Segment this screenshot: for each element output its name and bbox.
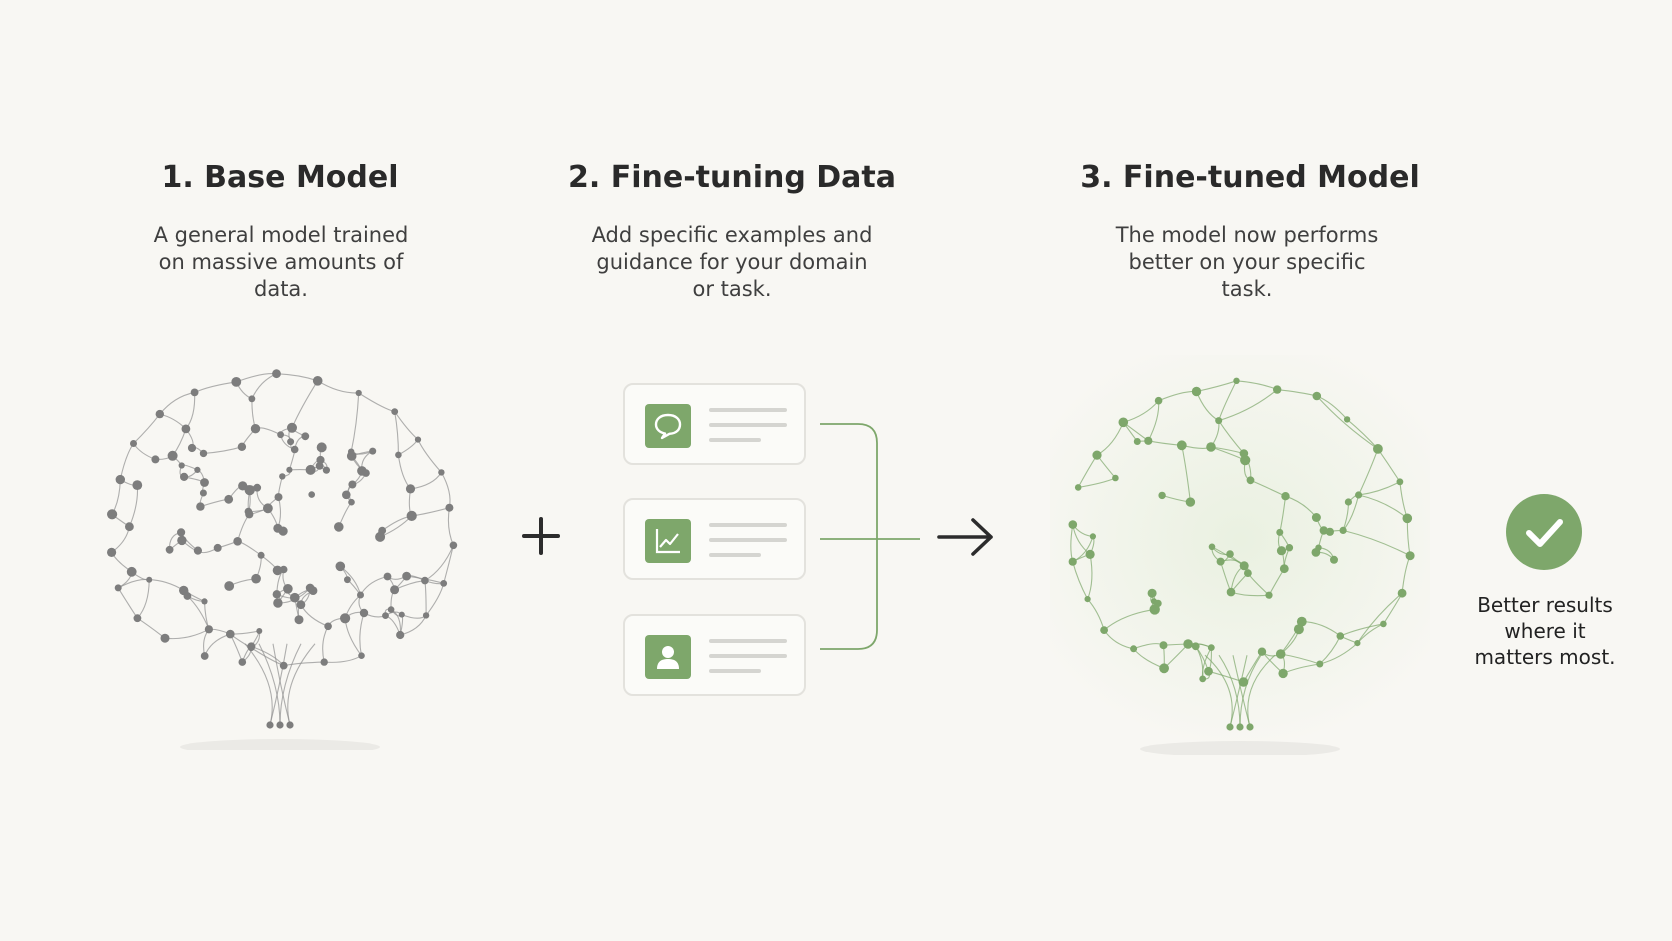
text-line-placeholder	[709, 654, 787, 658]
base-model-brain-network-icon	[107, 369, 458, 750]
line-chart-icon	[645, 519, 691, 563]
desc-line: guidance for your domain	[596, 250, 868, 274]
fine-tuning-data-title: 2. Fine-tuning Data	[568, 160, 896, 195]
text-line-placeholder	[709, 639, 787, 643]
data-card-chart	[623, 498, 806, 580]
text-line-placeholder	[709, 538, 787, 542]
desc-line: on massive amounts of	[158, 250, 404, 274]
fine-tuned-model-description: The model now performs better on your sp…	[1102, 222, 1392, 303]
base-model-description: A general model trained on massive amoun…	[136, 222, 426, 303]
desc-line: task.	[1221, 277, 1273, 301]
desc-line: Add specific examples and	[591, 223, 873, 247]
result-line: matters most.	[1474, 645, 1616, 669]
desc-line: better on your specific	[1128, 250, 1366, 274]
data-card-chat	[623, 383, 806, 465]
fine-tuned-model-brain-network-icon	[1050, 355, 1430, 755]
user-icon	[645, 635, 691, 679]
text-line-placeholder	[709, 669, 761, 673]
result-line: Better results	[1477, 593, 1613, 617]
base-model-title: 1. Base Model	[161, 160, 399, 195]
desc-line: A general model trained	[153, 223, 409, 247]
text-line-placeholder	[709, 553, 761, 557]
desc-line: The model now performs	[1115, 223, 1379, 247]
text-line-placeholder	[709, 423, 787, 427]
desc-line: or task.	[692, 277, 772, 301]
result-line: where it	[1504, 619, 1586, 643]
right-arrow-icon	[937, 518, 993, 556]
plus-icon	[520, 515, 562, 557]
result-caption: Better results where it matters most.	[1460, 592, 1630, 670]
text-line-placeholder	[709, 408, 787, 412]
merge-connector-lines	[820, 423, 920, 650]
checkmark-icon	[1506, 494, 1582, 570]
chat-bubble-icon	[645, 404, 691, 448]
text-line-placeholder	[709, 438, 761, 442]
text-line-placeholder	[709, 523, 787, 527]
fine-tuning-data-description: Add specific examples and guidance for y…	[587, 222, 877, 303]
desc-line: data.	[254, 277, 308, 301]
data-card-user	[623, 614, 806, 696]
fine-tuned-model-title: 3. Fine-tuned Model	[1080, 160, 1420, 195]
